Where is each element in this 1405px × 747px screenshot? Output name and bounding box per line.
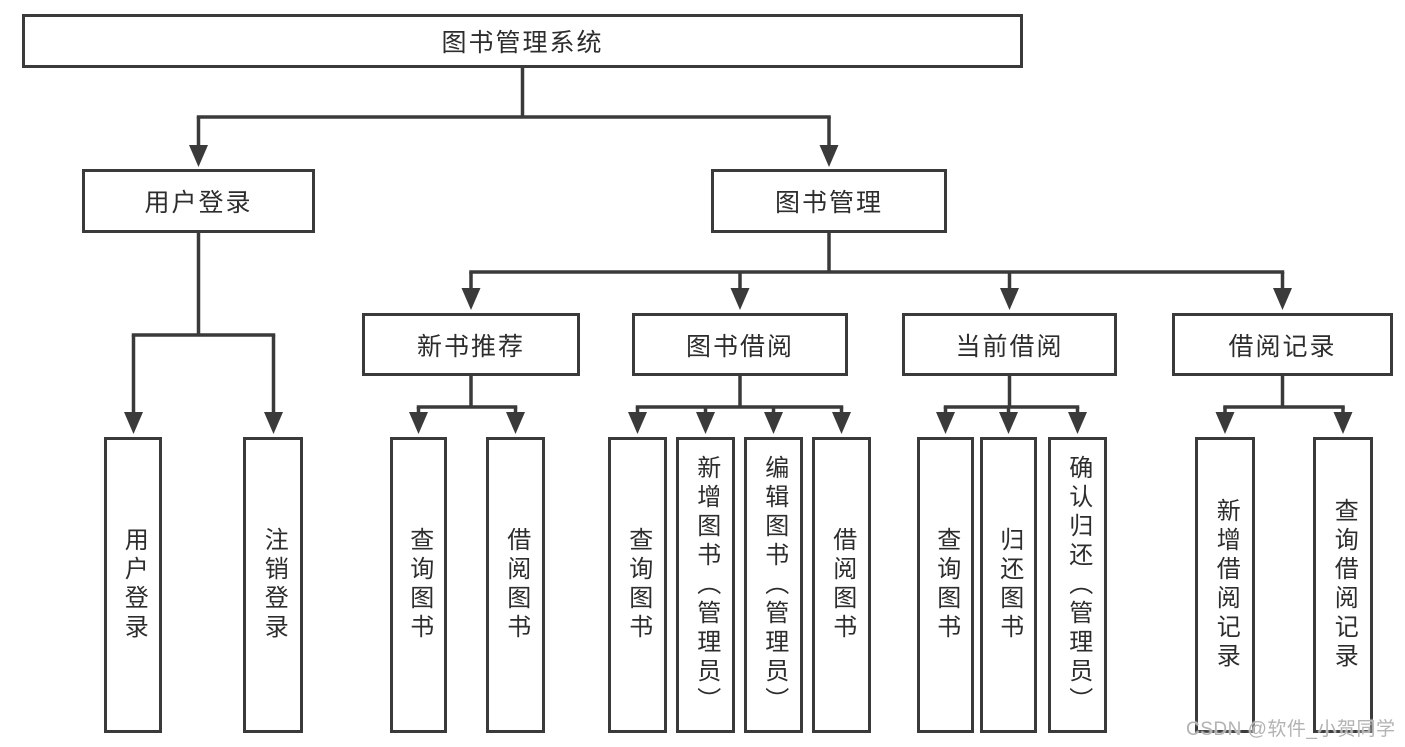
node-leaf-add-borrow-record: 新增借阅记录 [1195,437,1255,733]
node-leaf-current-query-books: 查询图书 [917,437,974,733]
node-leaf-return-books: 归还图书 [980,437,1037,733]
leaf-label: 查询借阅记录 [1330,498,1358,672]
node-leaf-user-login: 用户登录 [104,437,162,733]
node-leaf-borrow-query-books: 查询图书 [608,437,667,733]
leaf-label: 查询图书 [405,527,433,643]
node-leaf-logout: 注销登录 [243,437,303,733]
node-leaf-edit-books-admin: 编辑图书（管理员） [744,437,803,733]
leaf-label: 注销登录 [260,527,288,643]
leaf-label: 新增借阅记录 [1212,498,1240,672]
node-leaf-recommend-query-books: 查询图书 [390,437,447,733]
leaf-label: 查询图书 [624,527,652,643]
node-book-borrowing: 图书借阅 [632,313,848,376]
leaf-label: 借阅图书 [828,527,856,643]
node-book-management: 图书管理 [711,169,947,233]
node-current-borrowing: 当前借阅 [902,313,1117,376]
leaf-label: 编辑图书（管理员） [760,454,788,716]
leaf-label: 新增图书（管理员） [692,454,720,716]
node-user-login: 用户登录 [82,169,315,233]
node-leaf-add-books-admin: 新增图书（管理员） [676,437,735,733]
node-leaf-borrow-books: 借阅图书 [812,437,871,733]
node-new-book-recommendation: 新书推荐 [362,313,580,376]
node-library-management-system: 图书管理系统 [22,14,1023,68]
leaf-label: 确认归还（管理员） [1064,454,1092,716]
leaf-label: 归还图书 [995,527,1023,643]
leaf-label: 查询图书 [932,527,960,643]
node-borrowing-records: 借阅记录 [1172,313,1393,376]
leaf-label: 用户登录 [120,527,148,643]
node-leaf-recommend-borrow-books: 借阅图书 [486,437,545,733]
leaf-label: 借阅图书 [502,527,530,643]
csdn-watermark: CSDN @软件_小贺同学 [1186,719,1396,740]
node-leaf-query-borrow-record: 查询借阅记录 [1313,437,1373,733]
node-leaf-confirm-return-admin: 确认归还（管理员） [1048,437,1107,733]
